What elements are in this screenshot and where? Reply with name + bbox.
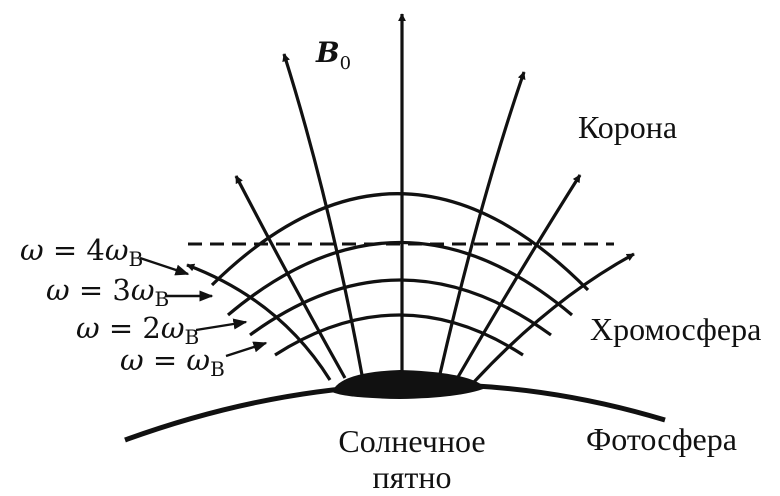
- field-line-1: [186, 263, 332, 381]
- omega-label-1: ω = ωB: [120, 343, 225, 381]
- resonance-levels: [210, 192, 590, 357]
- field-line-2: [234, 175, 347, 379]
- sunspot-label-line2: пятно: [373, 459, 452, 495]
- level-arc-1: [274, 313, 524, 357]
- field-line-6: [456, 174, 582, 378]
- pointer-2: [195, 318, 248, 332]
- pointer-1: [225, 341, 268, 358]
- field-line-3: [282, 53, 364, 376]
- field-line-7: [472, 252, 635, 384]
- omega-label-4: ω = 4ωB: [20, 233, 143, 271]
- sunspot-label-line1: Солнечное: [338, 423, 485, 459]
- field-label: B0: [315, 36, 351, 74]
- field-line-5: [438, 71, 526, 375]
- omega-label-3: ω = 3ωB: [46, 273, 169, 311]
- magnetic-field-lines: [186, 13, 635, 384]
- label-pointers: [139, 256, 268, 358]
- pointer-4: [139, 256, 190, 276]
- photosphere-label: Фотосфера: [586, 421, 737, 457]
- sunspot: [332, 370, 486, 399]
- omega-label-2: ω = 2ωB: [76, 311, 199, 349]
- corona-label: Корона: [578, 109, 677, 145]
- level-arc-2: [249, 278, 552, 337]
- level-arc-4: [210, 192, 590, 292]
- chromosphere-label: Хромосфера: [590, 311, 761, 347]
